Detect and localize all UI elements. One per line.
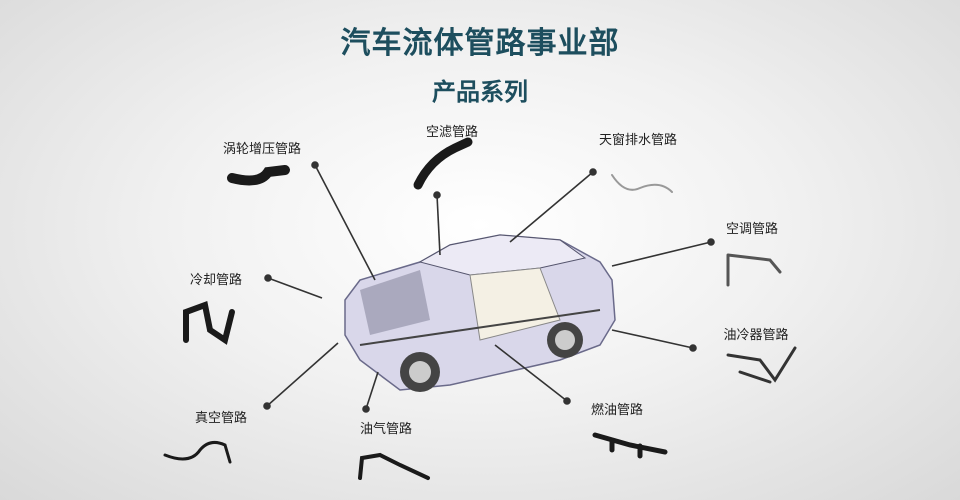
fuel-hose-image <box>592 432 668 459</box>
oil-cooler-hose-image <box>726 346 797 384</box>
ac-leader-line <box>611 241 712 267</box>
turbo-leader-line <box>314 164 376 281</box>
product-label-cooling: 冷却管路 <box>189 273 243 288</box>
oil-cooler-leader-dot <box>689 344 697 352</box>
oil-vapor-hose-image <box>358 452 430 480</box>
car-illustration <box>344 234 616 392</box>
page-subtitle: 产品系列 <box>432 78 528 106</box>
turbo-leader-dot <box>311 161 319 169</box>
page-title: 汽车流体管路事业部 <box>340 26 620 61</box>
product-label-oil-vapor: 油气管路 <box>359 422 413 437</box>
air-filter-hose-image <box>413 137 473 190</box>
ac-hose-image <box>726 253 782 287</box>
cooling-leader-dot <box>264 274 272 282</box>
air-filter-leader-line <box>436 194 441 256</box>
vacuum-leader-line <box>266 342 339 407</box>
product-label-oil-cooler: 油冷器管路 <box>723 328 789 343</box>
fuel-leader-dot <box>563 397 571 405</box>
sunroof-drain-leader-line <box>509 171 594 243</box>
product-label-vacuum: 真空管路 <box>194 411 248 426</box>
sunroof-drain-leader-dot <box>589 168 597 176</box>
oil-vapor-leader-dot <box>362 405 370 413</box>
product-label-air-filter: 空滤管路 <box>425 125 479 140</box>
product-label-ac: 空调管路 <box>725 222 779 237</box>
vacuum-hose-image <box>163 440 232 464</box>
product-label-sunroof-drain: 天窗排水管路 <box>598 133 678 148</box>
cooling-hose-image <box>183 300 235 345</box>
air-filter-leader-dot <box>433 191 441 199</box>
fuel-leader-line <box>494 344 568 402</box>
product-label-turbo: 涡轮增压管路 <box>222 142 302 157</box>
oil-vapor-leader-line <box>365 371 379 410</box>
oil-cooler-leader-line <box>611 329 694 349</box>
ac-leader-dot <box>707 238 715 246</box>
turbo-hose-image <box>227 165 290 186</box>
cooling-leader-line <box>267 277 323 299</box>
sunroof-drain-hose-image <box>611 174 673 193</box>
product-label-fuel: 燃油管路 <box>590 403 644 418</box>
vacuum-leader-dot <box>263 402 271 410</box>
